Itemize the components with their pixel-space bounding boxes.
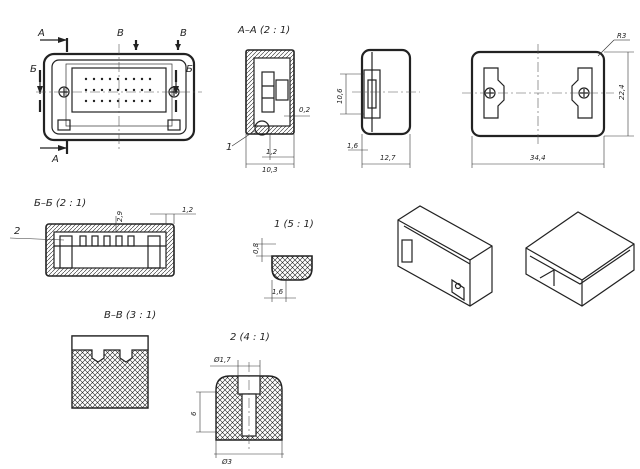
- view-bb-title: Б–Б (2 : 1): [34, 198, 86, 209]
- isometric-view-2: [525, 211, 635, 307]
- dim-top-length: 34,4: [530, 154, 546, 162]
- plan-view-drawing: [462, 39, 634, 168]
- dim-d2-depth: 6: [190, 411, 198, 416]
- detail-1-title: 1 (5 : 1): [274, 219, 314, 230]
- dim-top-width: 22,4: [618, 84, 626, 100]
- section-v-label-2: В: [180, 28, 187, 39]
- section-b-right-label: Б: [186, 64, 193, 75]
- section-aa-drawing: [231, 49, 310, 168]
- callout-2: 2: [14, 226, 20, 237]
- top-view-with-sections: [36, 37, 202, 154]
- section-a-top-label: А: [37, 28, 45, 39]
- isometric-view-1: [397, 205, 493, 307]
- dim-side-step: 1,6: [347, 142, 359, 150]
- section-vv-drawing: [71, 335, 149, 409]
- callout-1: 1: [226, 142, 232, 153]
- dim-side-width: 12,7: [380, 154, 396, 162]
- dim-d2-dia-large: Ø3: [221, 458, 232, 466]
- view-aa-title: А–А (2 : 1): [237, 25, 290, 36]
- dim-aa-wall: 0,2: [299, 106, 311, 114]
- dim-bb-lip: 1,2: [182, 206, 194, 214]
- section-a-bottom-label: А: [51, 154, 59, 165]
- dim-aa-depth: 10,3: [262, 166, 278, 174]
- section-bb-drawing: [9, 213, 196, 277]
- section-b-left-label: Б: [30, 64, 37, 75]
- dim-aa-inner: 1,2: [266, 148, 278, 156]
- section-v-label-1: В: [117, 28, 124, 39]
- view-vv-title: В–В (3 : 1): [104, 310, 156, 321]
- dim-d1-height: 0,8: [252, 242, 260, 254]
- dim-d2-dia-small: Ø1,7: [213, 356, 231, 364]
- dim-bb-wall: 2,9: [116, 210, 124, 222]
- side-view-drawing: [340, 48, 420, 168]
- dim-side-height: 10,6: [336, 88, 344, 104]
- pin-grid: [84, 77, 152, 103]
- detail-2-drawing: [196, 360, 284, 458]
- detail-1-drawing: [256, 238, 313, 302]
- detail-2-title: 2 (4 : 1): [230, 332, 270, 343]
- dim-d1-width: 1,6: [272, 288, 284, 296]
- dim-top-radius: R3: [617, 32, 626, 40]
